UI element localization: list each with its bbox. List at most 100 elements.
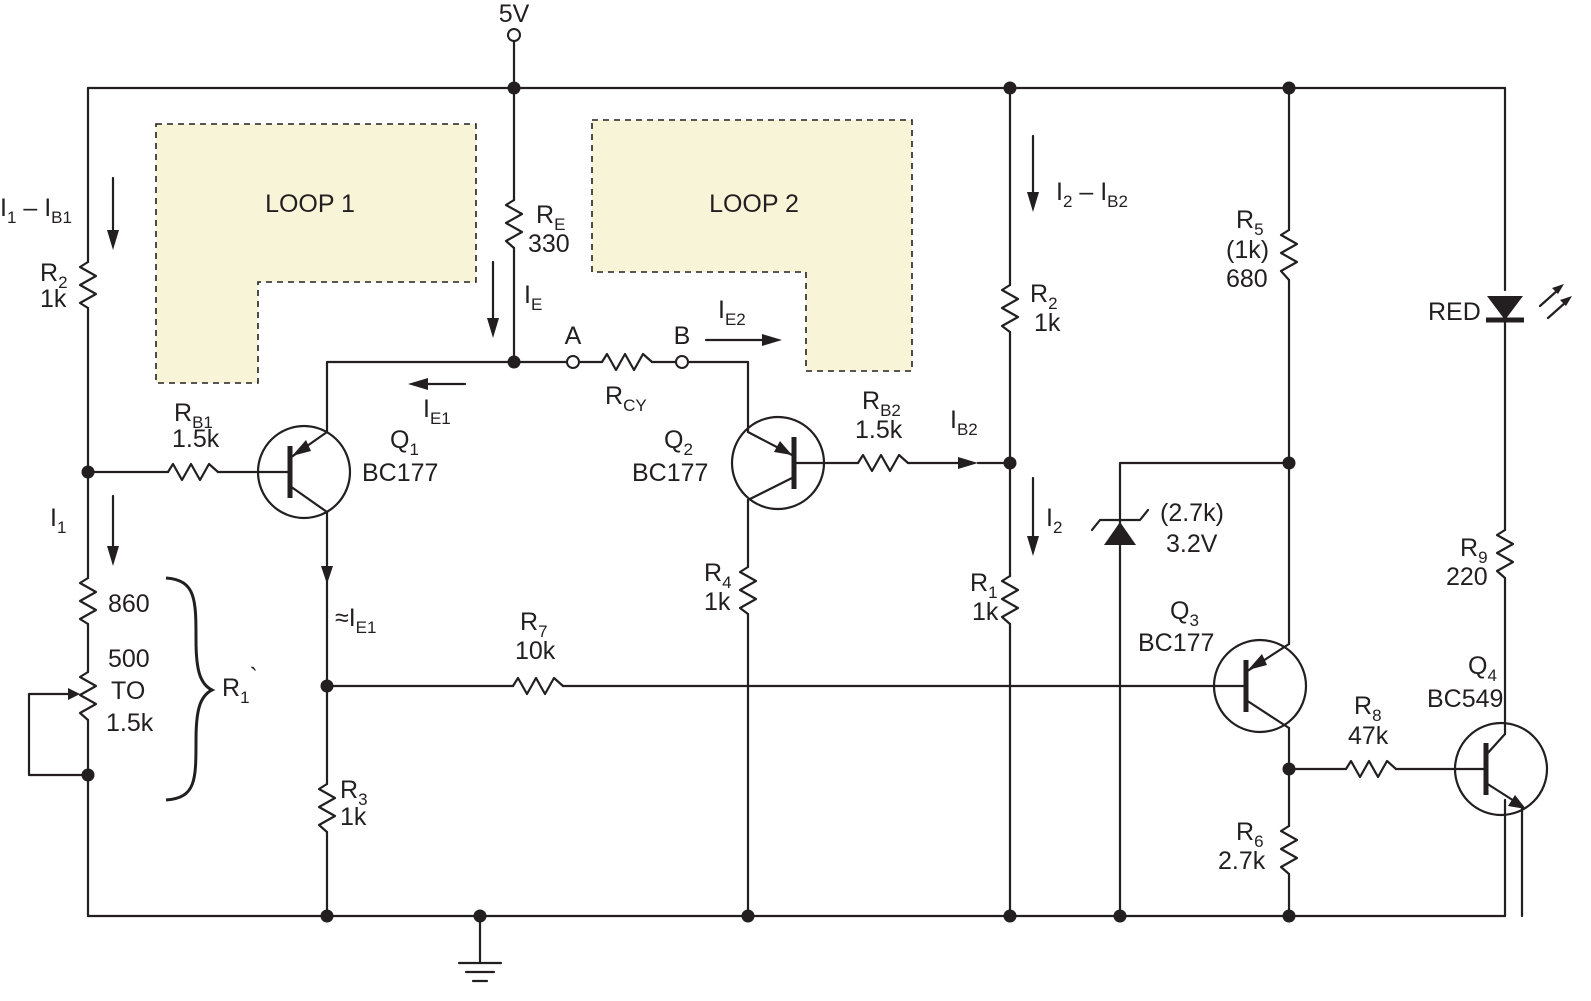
loop-1-region: LOOP 1 [155,123,477,384]
r6-letter: R6 [1236,818,1264,851]
transistor-q4 [1453,721,1549,817]
r5-value: 680 [1226,265,1268,293]
r1-right-value: 1k [972,598,999,626]
resistor-r7 [511,676,565,696]
transistor-q3 [1212,638,1308,734]
q4-part: BC549 [1427,685,1503,713]
r1-right-letter: R1 [970,569,998,602]
resistor-rb1-branch [86,462,262,482]
resistor-re [504,198,524,250]
arrow-ie [487,260,499,338]
r1-adj-label: R1` [222,663,258,707]
label-ie: IE [524,281,542,314]
pot-label-1: 500 [108,645,150,673]
arrow-i2 [1027,476,1039,556]
top-rail [86,86,1507,292]
re-value: 330 [528,230,570,258]
arrow-i1 [107,494,119,566]
label-i1-minus-ib1: I1 – IB1 [0,194,72,227]
r7-value: 10k [515,637,556,665]
resistor-r6 [1279,824,1299,876]
r4-value: 1k [704,588,731,616]
loop-2-label: LOOP 2 [709,190,799,218]
loop-2-region: LOOP 2 [591,119,913,372]
node-b-label: B [674,322,691,350]
led-red [1486,284,1572,323]
resistor-rcy [600,352,654,372]
supply-terminal: 5V [499,0,530,90]
rb2-value: 1.5k [855,416,903,444]
r1-adj-brace [165,576,216,802]
r3-letter: R3 [340,776,368,809]
node-a-terminal [566,355,580,369]
r2-left-value: 1k [40,285,67,313]
led-label: RED [1428,298,1481,326]
r9-letter: R9 [1460,534,1488,567]
rb2-letter: RB2 [862,387,901,420]
r6-value: 2.7k [1218,847,1266,875]
junction-dots [81,81,1296,923]
zener-diode [1090,508,1150,545]
label-i2: I2 [1046,504,1062,537]
ground-symbol [457,914,503,983]
node-b-terminal [675,355,689,369]
re-letter: RE [536,201,565,234]
resistor-860 [78,576,98,626]
zener-alt: (2.7k) [1160,499,1224,527]
loop-1-label: LOOP 1 [265,190,355,218]
resistor-rb2-branch [822,453,1012,473]
r2-left-letter: R2 [40,259,68,292]
arrow-i1-minus-ib1 [107,176,119,250]
r5-alt: (1k) [1226,236,1269,264]
label-i2-minus-ib2: I2 – IB2 [1056,178,1128,211]
potentiometer [78,670,98,722]
label-ib2: IB2 [950,406,978,439]
r1-fixed-value: 860 [108,590,150,618]
r9-value: 220 [1446,563,1488,591]
r7-letter: R7 [520,608,548,641]
rcy-label: RCY [605,382,647,415]
transistor-q1 [256,424,352,520]
node-a-label: A [565,322,582,350]
r3-value: 1k [340,803,367,831]
arrow-ie1-approx [321,566,333,584]
resistor-r1-right [1000,574,1020,626]
resistor-r2-left [78,260,98,310]
transistor-q2 [730,415,826,511]
q2-letter: Q2 [664,426,693,459]
supply-label: 5V [499,0,530,28]
r5-letter: R5 [1236,206,1264,239]
label-ie1: IE1 [423,395,451,428]
label-ie2: IE2 [718,296,746,329]
rb1-letter: RB1 [174,399,213,432]
resistor-r4 [738,565,758,616]
q2-part: BC177 [632,459,708,487]
r2-right-letter: R2 [1030,280,1058,313]
resistor-r9 [1495,528,1515,580]
r8-letter: R8 [1354,692,1382,725]
q1-letter: Q1 [390,426,419,459]
arrow-i2-minus-ib2 [1027,134,1039,212]
rb1-value: 1.5k [172,425,220,453]
label-i1: I1 [50,504,66,537]
q4-letter: Q4 [1468,652,1497,685]
resistor-r5 [1279,228,1299,282]
label-ie1-approx: ≈IE1 [335,604,376,637]
resistor-r2-right [1000,283,1020,334]
q3-letter: Q3 [1170,597,1199,630]
left-divider [27,86,98,918]
pot-label-3: 1.5k [106,709,154,737]
r2-right-value: 1k [1034,309,1061,337]
r8-value: 47k [1348,722,1389,750]
r4-letter: R4 [704,559,732,592]
arrow-ie2 [704,334,782,346]
q1-part: BC177 [362,459,438,487]
q3-part: BC177 [1138,629,1214,657]
resistor-r8-branch [1287,759,1462,779]
zener-value: 3.2V [1166,530,1218,558]
pot-label-2: TO [111,677,145,705]
arrow-ie1 [408,378,467,390]
resistor-r3 [317,782,337,834]
ground-rail [86,798,1507,918]
